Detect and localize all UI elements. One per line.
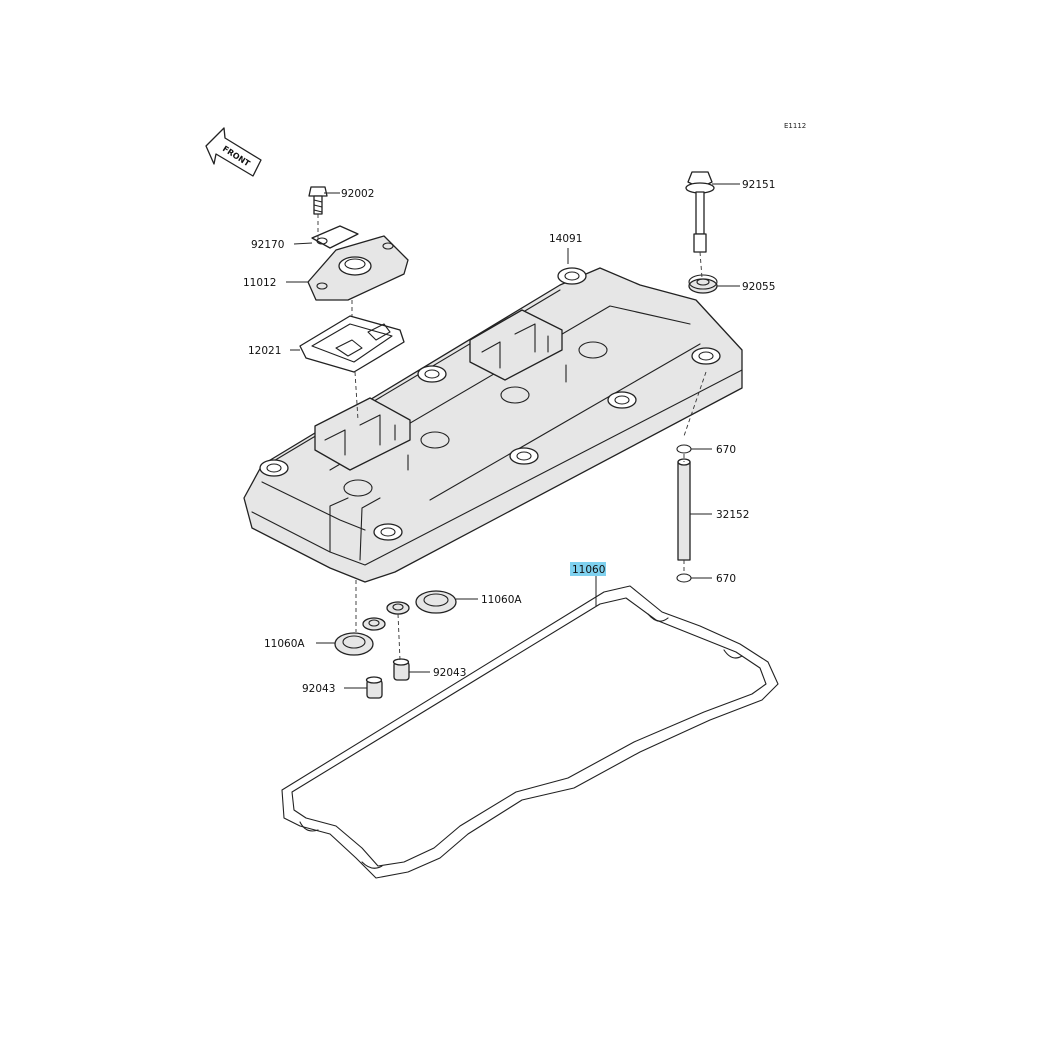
leader-lines: [286, 183, 740, 689]
label-11060[interactable]: 11060: [572, 564, 605, 576]
gasket-12021[interactable]: [299, 315, 405, 373]
front-direction-arrow: FRONT: [205, 127, 262, 177]
plate-92170[interactable]: [311, 225, 359, 249]
label-92002[interactable]: 92002: [341, 188, 374, 200]
highlight-11060: [570, 562, 606, 576]
pipe-32152[interactable]: [677, 458, 691, 561]
label-14091[interactable]: 14091: [549, 233, 582, 245]
bolt-92002[interactable]: [308, 186, 328, 215]
cover-11012[interactable]: [307, 235, 409, 301]
o-ring-670-top[interactable]: [676, 444, 692, 454]
label-92151[interactable]: 92151: [742, 179, 775, 191]
label-670-top[interactable]: 670: [716, 444, 736, 456]
label-92043-right[interactable]: 92043: [433, 667, 466, 679]
valve-cover-14091[interactable]: [243, 267, 743, 583]
o-ring-670-bottom[interactable]: [676, 573, 692, 583]
label-11060A-left[interactable]: 11060A: [264, 638, 305, 650]
seal-11060A-large[interactable]: [415, 590, 457, 614]
dowel-92043-right[interactable]: [392, 658, 410, 681]
dowel-92043-left[interactable]: [365, 676, 383, 699]
label-12021[interactable]: 12021: [248, 345, 281, 357]
label-32152[interactable]: 32152: [716, 509, 749, 521]
head-cover-gasket-11060[interactable]: [281, 585, 779, 879]
seal-11060A-left[interactable]: [334, 632, 374, 656]
label-11012[interactable]: 11012: [243, 277, 276, 289]
label-11060A-right[interactable]: 11060A: [481, 594, 522, 606]
part-labels: 92002 92170 11012 12021 14091 92151 9205…: [243, 179, 775, 695]
label-92043-left[interactable]: 92043: [302, 683, 335, 695]
label-92055[interactable]: 92055: [742, 281, 775, 293]
bolt-92151[interactable]: [685, 171, 715, 253]
diagram-code: E1112: [784, 122, 806, 130]
seal-ring-small[interactable]: [362, 601, 410, 631]
label-92170[interactable]: 92170: [251, 239, 284, 251]
label-670-bottom[interactable]: 670: [716, 573, 736, 585]
grommet-92055[interactable]: [688, 274, 718, 294]
